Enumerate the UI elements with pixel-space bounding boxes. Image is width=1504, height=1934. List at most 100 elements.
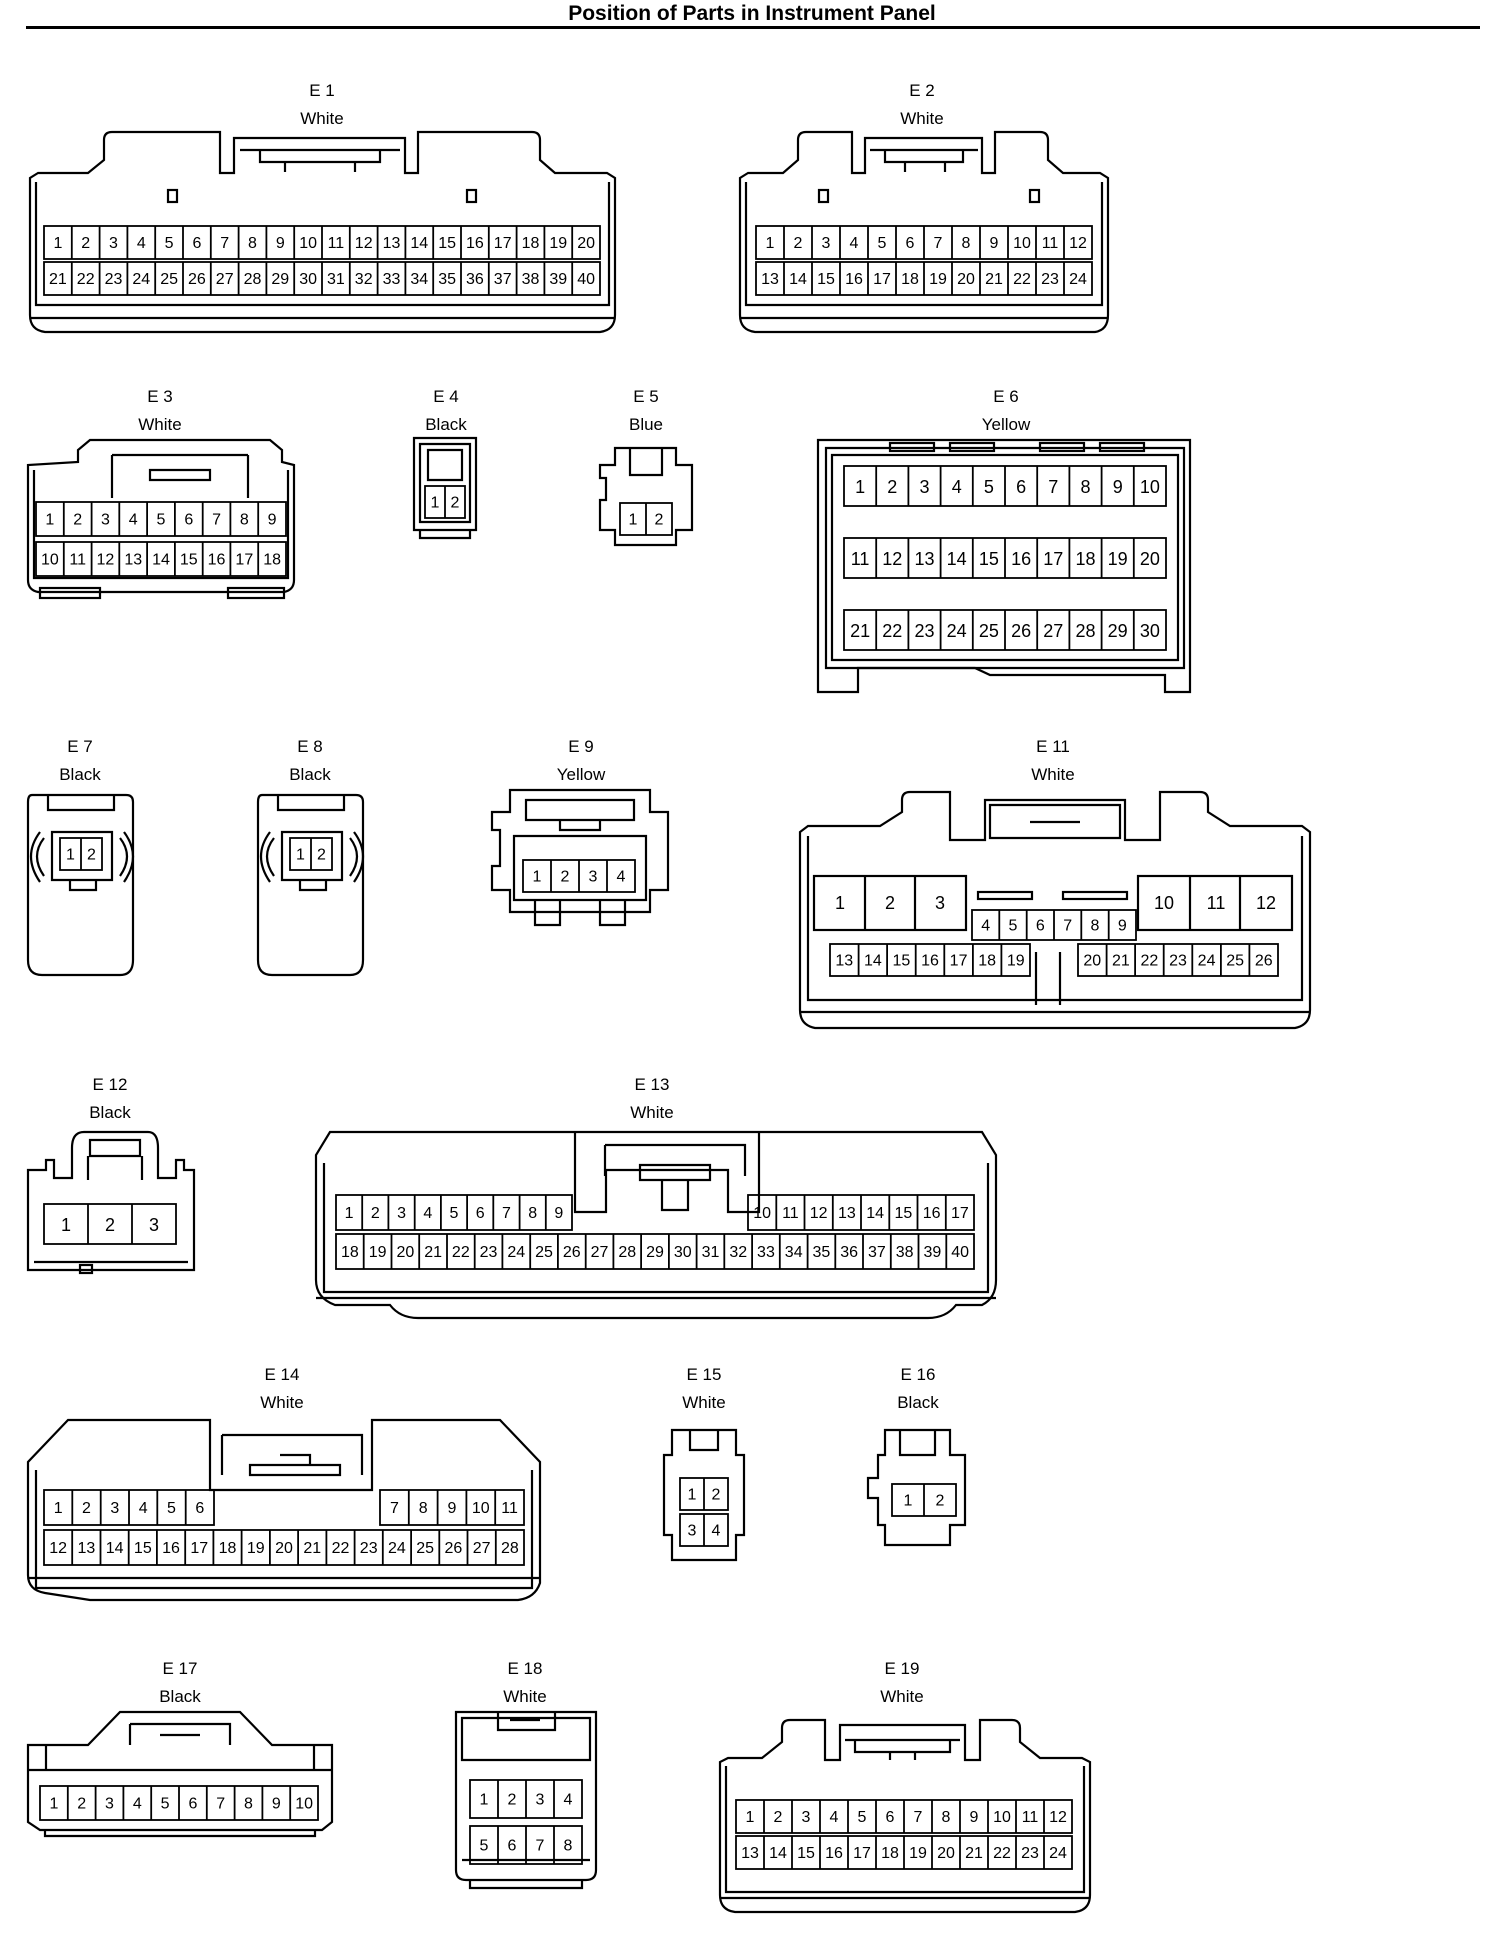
- pin-number: 9: [268, 512, 277, 529]
- connector-color: Black: [289, 765, 331, 784]
- pin-number: 26: [1255, 953, 1273, 970]
- pin-number: 14: [769, 1845, 787, 1862]
- pin-number: 4: [137, 235, 146, 252]
- pin-number: 24: [1198, 953, 1216, 970]
- pin-number: 18: [219, 1540, 237, 1557]
- pin-number: 7: [1063, 918, 1072, 935]
- pin-number: 12: [97, 552, 115, 569]
- pin-number: 21: [965, 1845, 983, 1862]
- pin-number: 28: [1075, 621, 1095, 641]
- pin-number: 7: [1048, 477, 1058, 497]
- connector-color: Black: [159, 1687, 201, 1706]
- pin-number: 35: [813, 1244, 831, 1261]
- pin-number: 13: [124, 552, 142, 569]
- pin-number: 16: [921, 953, 939, 970]
- pin-number: 30: [299, 271, 317, 288]
- pin-number: 2: [451, 495, 460, 512]
- pin-number: 2: [73, 512, 82, 529]
- connector-color: White: [880, 1687, 923, 1706]
- connector-color: White: [138, 415, 181, 434]
- pin-number: 38: [896, 1244, 914, 1261]
- pin-number: 15: [979, 549, 999, 569]
- connector-id: E 11: [1036, 737, 1070, 756]
- pin-number: 13: [838, 1205, 856, 1222]
- pin-number: 3: [109, 235, 118, 252]
- pin-number: 5: [157, 512, 166, 529]
- pin-number: 8: [528, 1205, 537, 1222]
- pin-number: 16: [923, 1205, 941, 1222]
- pin-number: 10: [1140, 477, 1160, 497]
- pin-number: 26: [1011, 621, 1031, 641]
- pin-number: 6: [192, 235, 201, 252]
- pin-number: 11: [1207, 893, 1226, 913]
- connector-id: E 14: [265, 1365, 300, 1384]
- pin-number: 25: [416, 1540, 434, 1557]
- connector-id: E 16: [901, 1365, 936, 1384]
- pin-number: 9: [276, 235, 285, 252]
- pin-number: 10: [472, 1500, 490, 1517]
- pin-number: 20: [1140, 549, 1160, 569]
- pin-number: 8: [962, 235, 971, 252]
- pin-number: 9: [554, 1205, 563, 1222]
- pin-number: 15: [817, 271, 835, 288]
- pin-number: 36: [466, 271, 484, 288]
- pin-number: 23: [480, 1244, 498, 1261]
- pin-number: 20: [275, 1540, 293, 1557]
- pin-number: 16: [1011, 549, 1031, 569]
- pin-number: 23: [105, 271, 123, 288]
- pin-number: 17: [950, 953, 968, 970]
- pin-number: 4: [139, 1500, 148, 1517]
- pin-number: 1: [431, 495, 440, 512]
- pin-number: 10: [299, 235, 317, 252]
- pin-number: 10: [753, 1205, 771, 1222]
- connector-id: E 18: [508, 1659, 543, 1678]
- pin-number: 15: [797, 1845, 815, 1862]
- pin-number: 15: [893, 953, 911, 970]
- pin-number: 3: [397, 1205, 406, 1222]
- pin-number: 25: [979, 621, 999, 641]
- pin-number: 23: [1021, 1845, 1039, 1862]
- pin-number: 15: [134, 1540, 152, 1557]
- pin-number: 3: [536, 1792, 545, 1809]
- connector-id: E 8: [297, 737, 323, 756]
- pin-number: 6: [195, 1500, 204, 1517]
- pin-number: 35: [438, 271, 456, 288]
- pin-number: 9: [448, 1500, 457, 1517]
- connector-id: E 15: [687, 1365, 722, 1384]
- pin-number: 27: [216, 271, 234, 288]
- connector-color: White: [900, 109, 943, 128]
- pin-number: 4: [564, 1792, 573, 1809]
- pin-number: 1: [53, 235, 62, 252]
- pin-number: 7: [216, 1796, 225, 1813]
- pin-number: 24: [507, 1244, 525, 1261]
- pin-number: 40: [577, 271, 595, 288]
- pin-number: 22: [993, 1845, 1011, 1862]
- pin-number: 13: [835, 953, 853, 970]
- pin-number: 30: [1140, 621, 1160, 641]
- pin-number: 4: [423, 1205, 432, 1222]
- pin-number: 7: [914, 1809, 923, 1826]
- pin-number: 19: [1108, 549, 1128, 569]
- pin-number: 17: [873, 271, 891, 288]
- pin-number: 2: [87, 847, 96, 864]
- pin-number: 1: [54, 1500, 63, 1517]
- pin-number: 21: [303, 1540, 321, 1557]
- pin-number: 1: [480, 1792, 489, 1809]
- pin-number: 40: [951, 1244, 969, 1261]
- pin-number: 17: [1043, 549, 1063, 569]
- pin-number: 24: [1069, 271, 1087, 288]
- pin-number: 29: [271, 271, 289, 288]
- pin-number: 21: [985, 271, 1003, 288]
- pin-number: 1: [688, 1487, 697, 1504]
